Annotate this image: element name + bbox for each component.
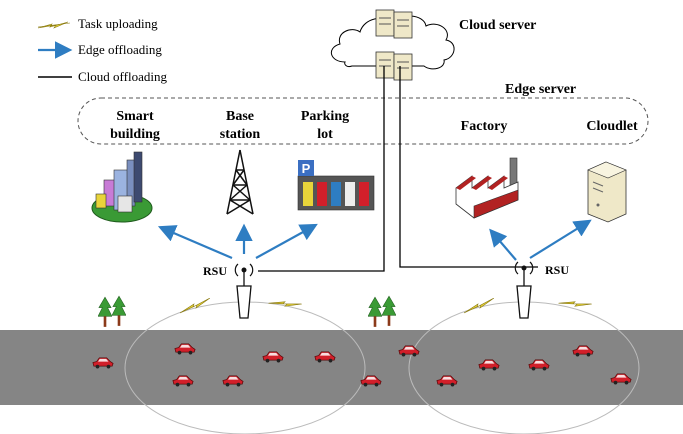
cloud-server-icon <box>375 9 413 81</box>
tree-icon <box>382 295 396 327</box>
factory-label: Factory <box>461 119 508 134</box>
task-uploading-bolt-icon <box>464 298 494 314</box>
task-uploading-legend-icon <box>37 21 71 29</box>
cloudlet-server-icon <box>587 161 627 223</box>
base-station-label-line1: Base <box>226 109 254 124</box>
edge-server-label: Edge server <box>505 82 576 97</box>
parking-sign-label: P <box>302 161 311 176</box>
tree-icon <box>112 295 126 327</box>
tree-icon <box>368 296 382 328</box>
factory-icon <box>455 157 519 219</box>
edge-offloading-arrows <box>157 219 592 261</box>
tree-icon <box>98 296 112 328</box>
base-station-label-line2: station <box>220 127 261 142</box>
legend-cloud-offloading: Cloud offloading <box>78 69 167 84</box>
rsu-right-label: RSU <box>545 263 569 277</box>
smart-building-label-line2: building <box>110 127 160 142</box>
cloud-server-label: Cloud server <box>459 18 536 33</box>
rsu-left-antenna-icon <box>234 263 254 319</box>
cloud-shape <box>330 15 455 70</box>
parking-lot-label-line2: lot <box>317 127 333 142</box>
smart-building-icon <box>91 151 153 223</box>
task-uploading-bolt-icon <box>268 289 302 318</box>
parking-lot-icon: P <box>297 160 375 211</box>
legend-edge-offloading: Edge offloading <box>78 42 162 57</box>
edge-server-region <box>77 97 649 145</box>
rsu-left-label: RSU <box>203 264 227 278</box>
legend: Task uploading Edge offloading Cloud off… <box>37 16 167 84</box>
cloud-offloading-links <box>258 66 538 272</box>
smart-building-label-line1: Smart <box>116 109 154 124</box>
road <box>0 330 683 405</box>
base-station-tower-icon <box>226 149 254 215</box>
legend-task-uploading: Task uploading <box>78 16 158 31</box>
rsu-right-antenna-icon <box>514 261 534 319</box>
cloudlet-label: Cloudlet <box>586 119 638 134</box>
parking-lot-label-line1: Parking <box>301 109 349 124</box>
